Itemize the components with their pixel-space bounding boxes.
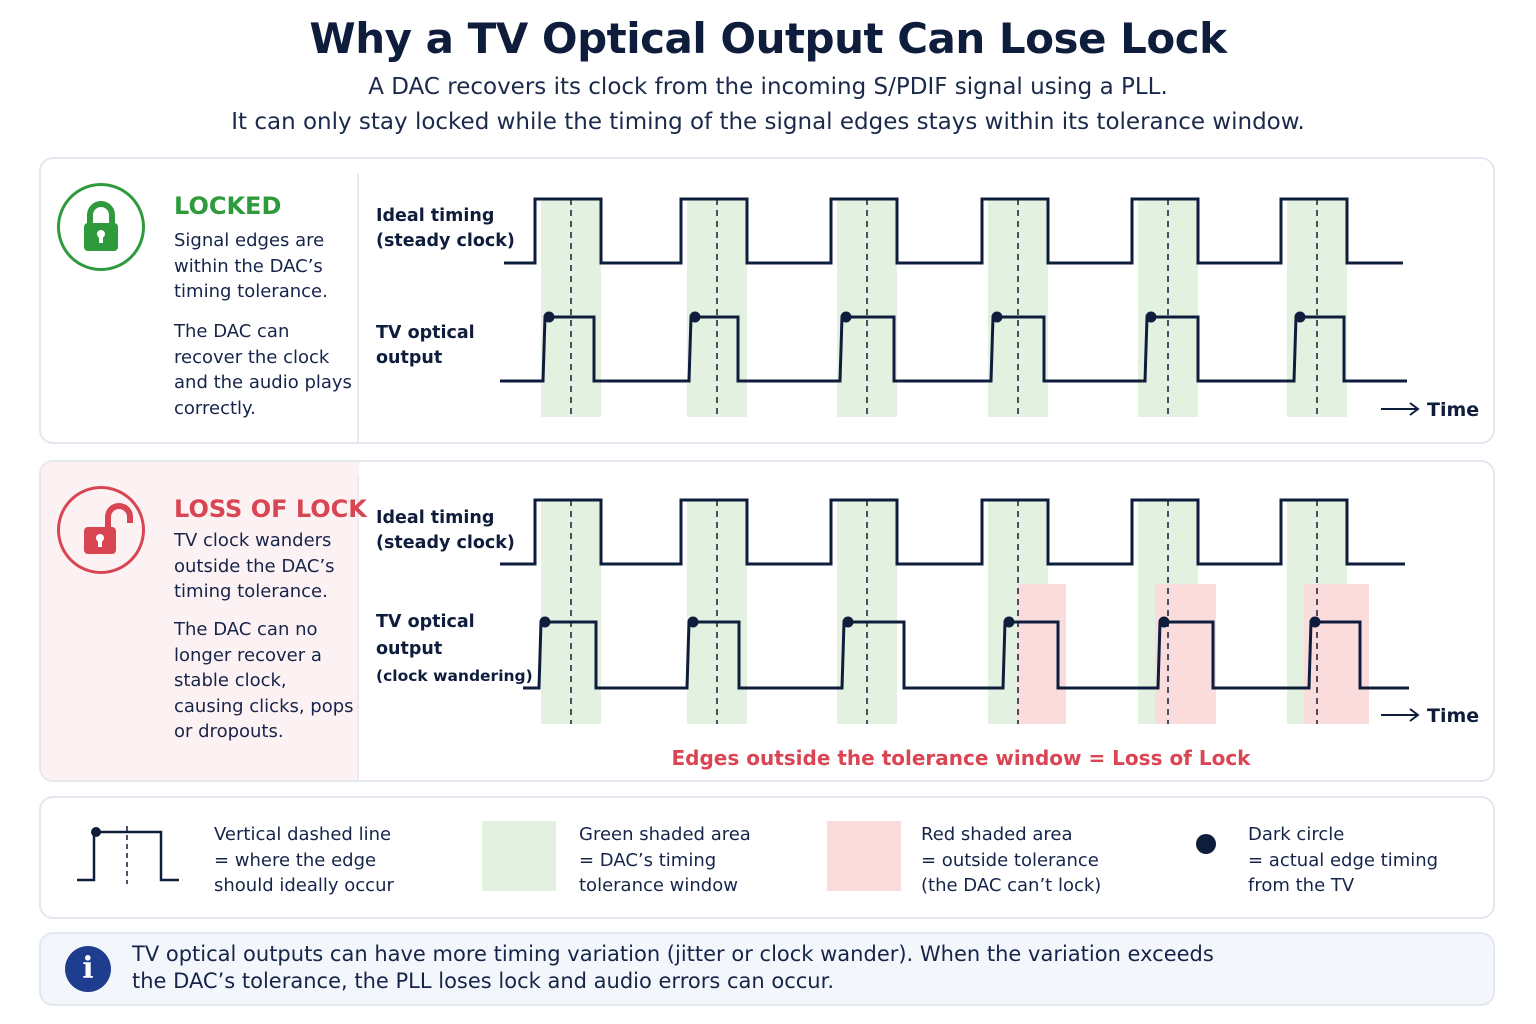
tolerance-window (988, 199, 1048, 417)
legend-green-line-3: tolerance window (579, 875, 738, 896)
tv-output-label: TV optical output (clock wandering) (376, 609, 533, 690)
arrow-right-icon-head (1409, 708, 1420, 722)
tv-output-label-line-1: TV optical (376, 612, 475, 632)
legend-red-line-2: = outside tolerance (921, 849, 1099, 871)
tv-output-waveform (523, 620, 1409, 690)
out-of-tolerance-area (1304, 584, 1369, 724)
legend-green-line-1: Green shaded area (579, 824, 751, 845)
locked-waveforms (500, 197, 1420, 417)
legend-circle-text: Dark circle = actual edge timing from th… (1248, 822, 1438, 899)
info-text-line-1: TV optical outputs can have more timing … (132, 942, 1214, 966)
lock-closed-icon (57, 183, 145, 271)
loss-description-2: The DAC can no longer recover a stable c… (174, 619, 354, 742)
legend-dashed-line-1: Vertical dashed line (214, 824, 392, 845)
actual-edge-marker (991, 311, 1003, 323)
info-box: i TV optical outputs can have more timin… (39, 932, 1495, 1006)
actual-edge-marker (840, 311, 852, 323)
tv-output-label-line-1: TV optical (376, 323, 475, 343)
tv-output-label-line-3: (clock wandering) (376, 667, 533, 685)
edges-outside-note: Edges outside the tolerance window = Los… (671, 746, 1251, 770)
info-text-line-2: the DAC’s tolerance, the PLL loses lock … (132, 969, 834, 993)
lock-open-icon (57, 486, 145, 574)
tolerance-window (541, 199, 601, 417)
legend-circle-line-1: Dark circle (1248, 824, 1345, 845)
legend-green-text: Green shaded area = DAC’s timing toleran… (579, 822, 751, 899)
panel-divider (357, 476, 359, 780)
actual-edge-marker (1158, 616, 1170, 628)
legend-circle-line-3: from the TV (1248, 875, 1355, 896)
tolerance-window (687, 199, 747, 417)
out-of-tolerance-area (1155, 584, 1216, 724)
locked-description-1: Signal edges are within the DAC’s timing… (174, 230, 328, 302)
status-locked: LOCKED (174, 192, 282, 220)
legend-dashed-line-3: should ideally occur (214, 875, 394, 896)
actual-edge-marker (687, 616, 699, 628)
subtitle-line-1: A DAC recovers its clock from the incomi… (368, 74, 1168, 100)
loss-of-lock-panel: LOSS OF LOCK TV clock wanders outside th… (39, 460, 1495, 782)
actual-edge-marker (1003, 616, 1015, 628)
tolerance-window (1138, 199, 1198, 417)
tv-output-label: TV optical output (376, 321, 475, 371)
legend-red-swatch (827, 821, 901, 891)
legend-dark-circle (1196, 834, 1216, 854)
ideal-timing-label-line-1: Ideal timing (376, 206, 495, 226)
ideal-timing-label: Ideal timing (steady clock) (376, 204, 515, 254)
actual-edge-marker (689, 311, 701, 323)
legend-red-line-3: (the DAC can’t lock) (921, 875, 1102, 896)
info-text: TV optical outputs can have more timing … (132, 941, 1432, 995)
legend-green-swatch (482, 821, 556, 891)
actual-edge-marker (1294, 311, 1306, 323)
ideal-timing-label: Ideal timing (steady clock) (376, 506, 515, 556)
ideal-timing-label-line-2: (steady clock) (376, 533, 515, 553)
legend-red-line-1: Red shaded area (921, 824, 1073, 845)
legend-dashed-line-2: = where the edge (214, 849, 377, 871)
ideal-timing-waveform (504, 197, 1403, 265)
actual-edge-marker (543, 311, 555, 323)
time-axis-label: Time (1427, 399, 1480, 421)
subtitle-line-2: It can only stay locked while the timing… (231, 109, 1305, 135)
tv-output-label-line-2: output (376, 639, 443, 659)
loss-description-1: TV clock wanders outside the DAC’s timin… (174, 530, 335, 602)
legend-circle-line-2: = actual edge timing (1248, 849, 1439, 871)
page-title: Why a TV Optical Output Can Lose Lock (309, 14, 1227, 63)
locked-description-2: The DAC can recover the clock and the au… (174, 321, 352, 419)
legend-dashed-text: Vertical dashed line = where the edge sh… (214, 822, 394, 899)
panel-divider (357, 173, 359, 442)
tv-output-label-line-2: output (376, 348, 443, 368)
legend-green-line-2: = DAC’s timing (579, 849, 717, 871)
info-icon: i (65, 946, 111, 992)
tolerance-window (1287, 199, 1347, 417)
ideal-timing-label-line-1: Ideal timing (376, 508, 495, 528)
legend-panel: Vertical dashed line = where the edge sh… (39, 796, 1495, 919)
time-axis-label: Time (1427, 705, 1480, 727)
actual-edge-marker (842, 616, 854, 628)
legend-red-text: Red shaded area = outside tolerance (the… (921, 822, 1101, 899)
legend-dashed-line-symbol (77, 826, 179, 884)
tolerance-window (837, 199, 897, 417)
actual-edge-marker (1309, 616, 1321, 628)
loss-waveforms (500, 498, 1420, 724)
ideal-timing-waveform (500, 498, 1405, 566)
status-loss-of-lock: LOSS OF LOCK (174, 495, 367, 523)
locked-panel: LOCKED Signal edges are within the DAC’s… (39, 157, 1495, 444)
arrow-right-icon-head (1409, 402, 1420, 416)
tv-output-waveform (500, 315, 1407, 383)
ideal-timing-label-line-2: (steady clock) (376, 231, 515, 251)
actual-edge-marker (539, 616, 551, 628)
actual-edge-marker (1145, 311, 1157, 323)
